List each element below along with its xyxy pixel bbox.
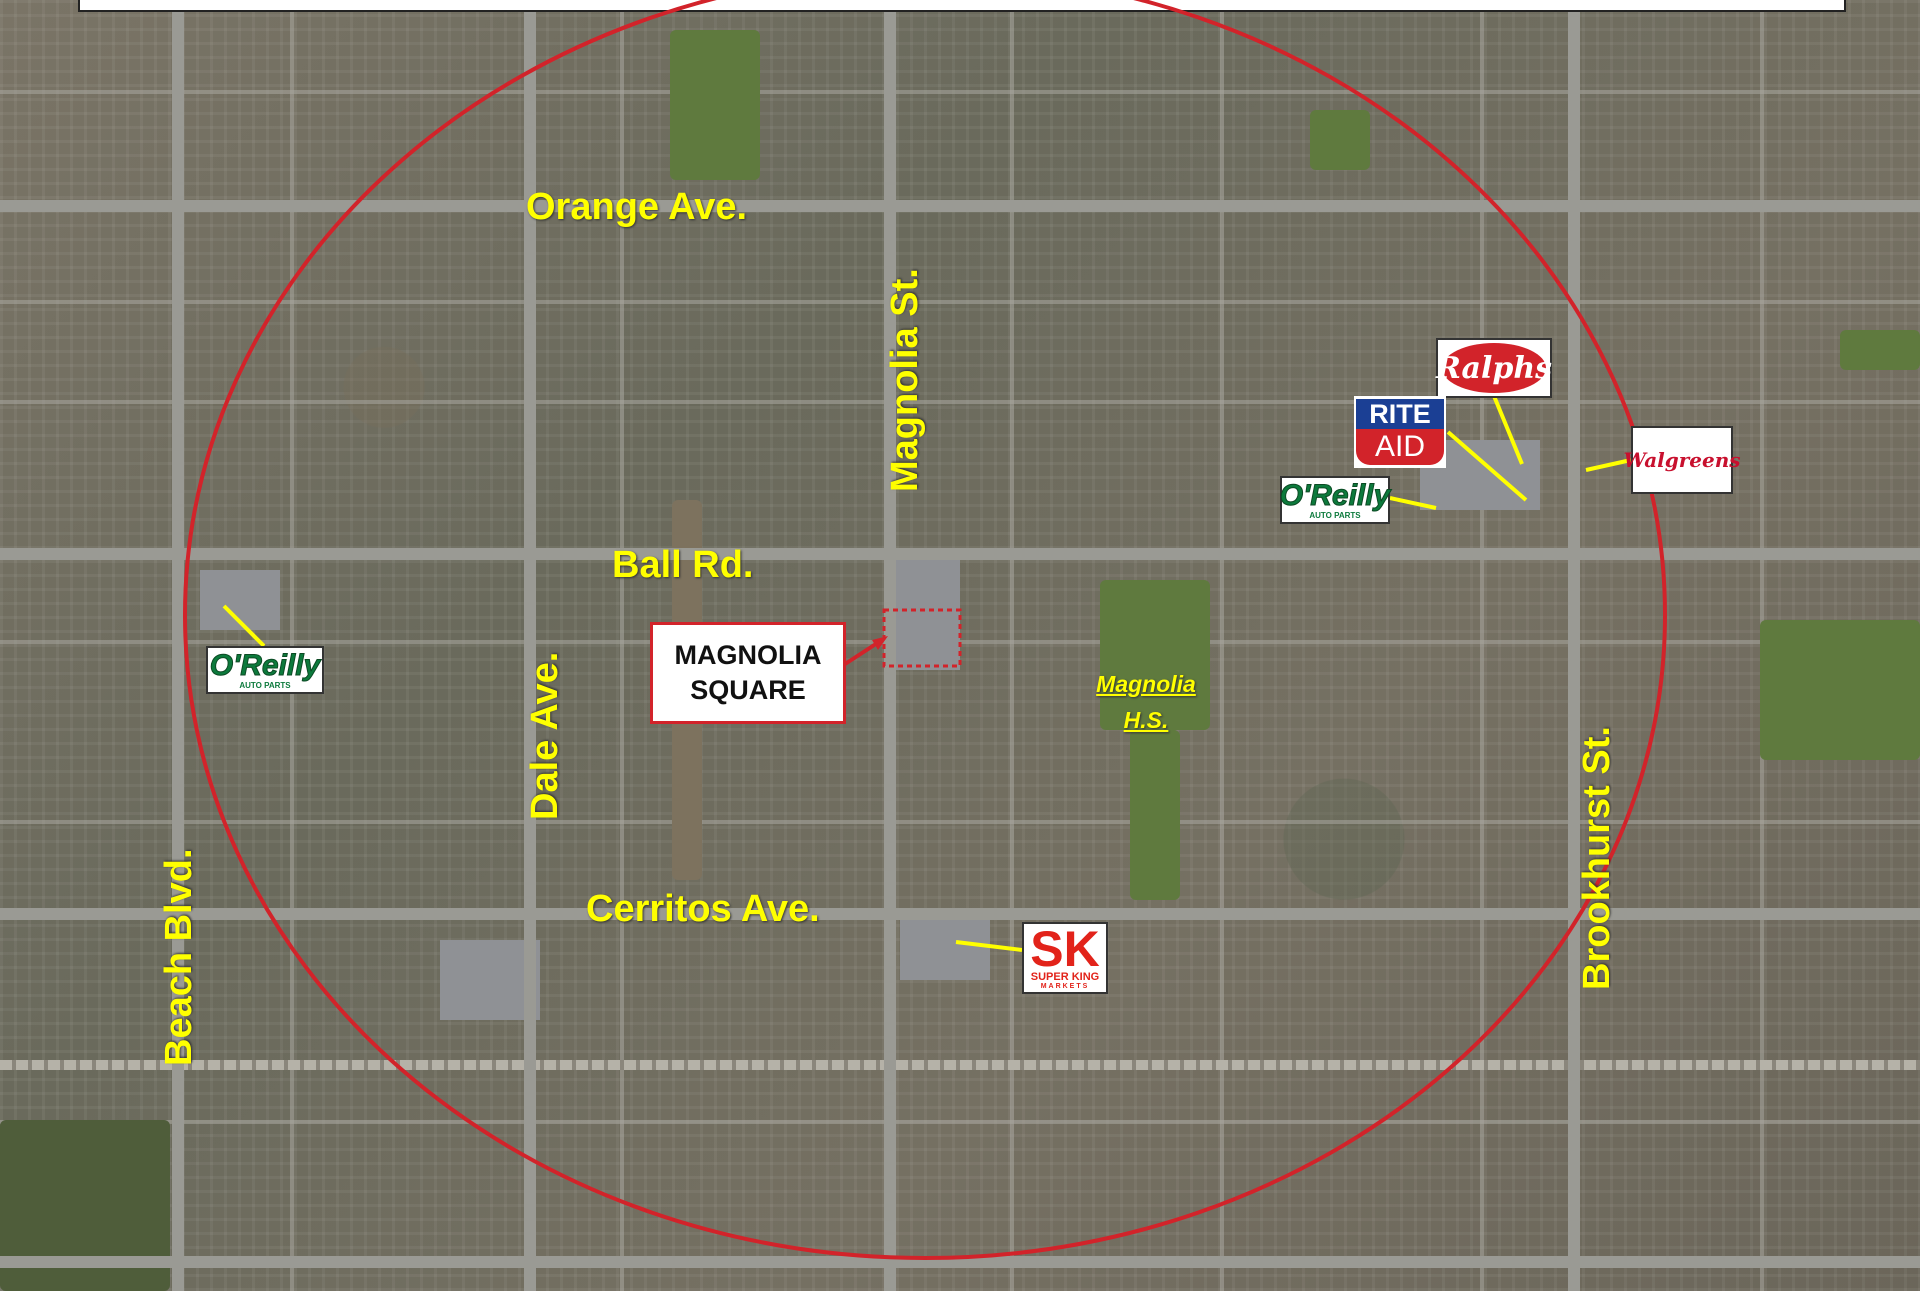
minor-road (620, 0, 624, 1291)
riteaid-pointer (1446, 430, 1528, 502)
park-area (670, 30, 760, 180)
ralphs-logo[interactable]: Ralphs (1436, 338, 1552, 398)
oreilly-logo-text: O'Reilly (1279, 478, 1391, 512)
walgreens-pointer (1585, 458, 1632, 472)
super-king-logo-mark: SK (1030, 920, 1100, 977)
oreilly-east-pointer (1389, 496, 1437, 510)
rite-aid-logo-bottom: AID (1356, 429, 1444, 465)
park-area (1760, 620, 1920, 760)
minor-road (0, 400, 1920, 404)
oreilly-west-pointer (222, 604, 266, 648)
minor-road (1480, 0, 1484, 1291)
minor-road (290, 0, 294, 1291)
rite-aid-logo-top: RITE (1356, 399, 1444, 429)
oreilly-logo-west[interactable]: O'Reilly AUTO PARTS (206, 646, 324, 694)
park-area (1840, 330, 1920, 370)
ralphs-logo-text: Ralphs (1435, 350, 1553, 386)
site-label-line1: MAGNOLIA (674, 639, 822, 670)
site-lot (890, 560, 960, 670)
rite-aid-logo[interactable]: RITE AID (1354, 396, 1446, 468)
railway (0, 1060, 1920, 1070)
school-label-line2: H.S. (1123, 707, 1169, 733)
southern-road (0, 1256, 1920, 1268)
super-king-logo-tagline: MARKETS (1040, 982, 1090, 990)
magnolia-square-callout[interactable]: MAGNOLIA SQUARE (650, 622, 846, 724)
street-label-brookhurst-st: Brookhurst St. (1576, 726, 1618, 990)
brookhurst-st-road (1568, 0, 1580, 1291)
park-strip (1130, 730, 1180, 900)
industrial-lot (440, 940, 540, 1020)
cerritos-ave-road (0, 908, 1920, 920)
magnolia-st-road (884, 0, 896, 1291)
top-banner (78, 0, 1846, 12)
walgreens-logo[interactable]: Walgreens (1623, 426, 1741, 494)
orange-ave-road (0, 200, 1920, 212)
street-label-ball-rd: Ball Rd. (612, 544, 754, 586)
school-label-line1: Magnolia (1096, 671, 1196, 697)
walgreens-logo-text: Walgreens (1623, 448, 1741, 472)
minor-road (1220, 0, 1224, 1291)
ralphs-pointer (1492, 395, 1524, 465)
street-label-cerritos-ave: Cerritos Ave. (586, 888, 820, 930)
ralphs-oval: Ralphs (1436, 343, 1552, 393)
minor-road (0, 90, 1920, 94)
school-field (1100, 580, 1210, 730)
ball-rd-road (0, 548, 1920, 560)
site-label-line2: SQUARE (690, 675, 806, 705)
oreilly-logo-text: O'Reilly (209, 648, 321, 682)
minor-road (0, 1120, 1920, 1124)
super-king-logo[interactable]: SK SUPER KING MARKETS (1022, 922, 1108, 994)
street-label-orange-ave: Orange Ave. (526, 186, 748, 228)
oreilly-logo-east[interactable]: O'Reilly AUTO PARTS (1279, 476, 1391, 524)
minor-road (0, 820, 1920, 824)
street-label-magnolia-st: Magnolia St. (884, 268, 926, 492)
beach-blvd-road (172, 0, 184, 1291)
oreilly-logo-subtext: AUTO PARTS (1309, 510, 1361, 520)
magnolia-hs-label: Magnolia H.S. (1086, 666, 1206, 738)
radius-ring (183, 0, 1667, 1260)
street-label-beach-blvd: Beach Blvd. (158, 848, 200, 1066)
site-pointer-arrow (872, 636, 888, 650)
super-king-logo-name: SUPER KING (1030, 970, 1100, 983)
minor-road (0, 300, 1920, 304)
site-outline (882, 608, 962, 668)
oreilly-logo-subtext: AUTO PARTS (239, 680, 291, 690)
minor-road (1010, 0, 1014, 1291)
park-area (1310, 110, 1370, 170)
superking-pointer (955, 940, 1023, 952)
dale-ave-road (524, 0, 536, 1291)
street-label-dale-ave: Dale Ave. (524, 651, 566, 820)
